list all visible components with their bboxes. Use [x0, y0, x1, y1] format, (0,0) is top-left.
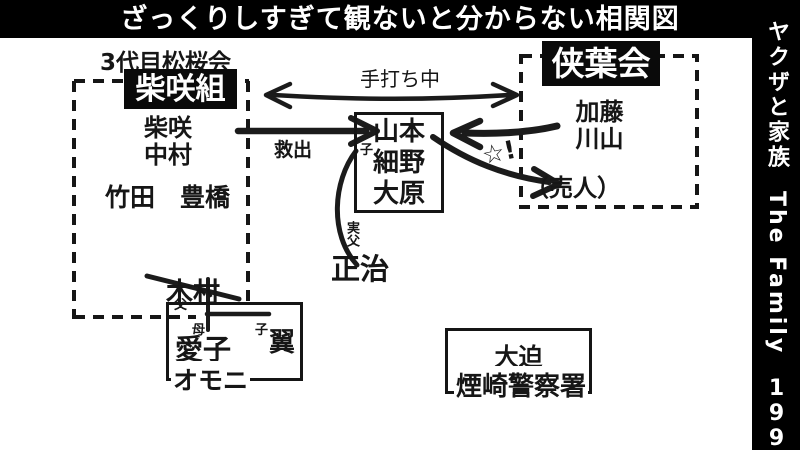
kyoyokai-box: 侠葉会	[542, 41, 660, 86]
truce-label: 手打ち中	[360, 67, 440, 91]
tsubasa-name: 翼	[269, 328, 296, 358]
rescue-arrow	[234, 115, 380, 147]
shibasaki-gumi-box: 柴咲組	[124, 69, 237, 109]
member-kato: 加藤	[575, 98, 624, 126]
kimura-name: 木村	[166, 278, 220, 309]
dealer-arrow	[430, 134, 562, 199]
movie-title-banner: ヤクザと家族 The Family 1999	[752, 0, 800, 450]
movie-title-vertical-text: ヤクザと家族 The Family 1999	[760, 0, 792, 450]
member-shibasaki: 柴咲	[144, 114, 192, 142]
members-taketa-toyohashi: 竹田 豊橋	[105, 183, 231, 212]
father-curve	[334, 148, 360, 268]
shoji-name: 正治	[331, 252, 390, 286]
yamamoto-box: 山本 細野 大原	[354, 112, 444, 213]
father-kanji-label: 父	[174, 298, 188, 313]
movie-title-jp: ヤクザと家族	[764, 20, 789, 170]
attack-arrow	[449, 117, 561, 151]
member-ohara: 大原	[372, 179, 425, 209]
member-yamamoto: 山本	[372, 117, 425, 147]
mother-kanji-label: 母	[192, 323, 206, 338]
diagram-lines-layer	[72, 54, 699, 332]
rescue-label: 救出	[274, 139, 313, 161]
child-kanji-label: 子	[255, 323, 269, 338]
aiko-name: 愛子	[175, 333, 232, 366]
real-father-label: 実父	[344, 221, 359, 247]
shibasaki-members: 柴咲 中村	[118, 115, 218, 169]
diagram-canvas: 3代目松桜会 柴咲組 柴咲 中村 竹田 豊橋 手打ち中 救出 山本 細野 大原 …	[0, 38, 752, 450]
movie-title-en: The Family	[764, 190, 789, 355]
omoni-name: オモニ	[171, 361, 251, 397]
matsuokai-dashed-box	[72, 79, 250, 319]
kyoyokai-members: 加藤 川山	[552, 99, 647, 153]
police-station-name: 煙崎警察署	[454, 366, 589, 403]
truce-arrow	[263, 81, 520, 110]
dealer-label: （売人）	[525, 174, 621, 202]
member-kawayama: 川山	[575, 125, 624, 153]
member-hosono: 細野	[372, 148, 425, 178]
member-nakamura: 中村	[144, 141, 192, 169]
child-label-top: 子	[360, 143, 374, 158]
strikethrough-line	[144, 273, 242, 302]
movie-title-year: 1999	[764, 375, 789, 450]
page-title: ざっくりしすぎて観ないと分からない相関図	[0, 0, 800, 38]
